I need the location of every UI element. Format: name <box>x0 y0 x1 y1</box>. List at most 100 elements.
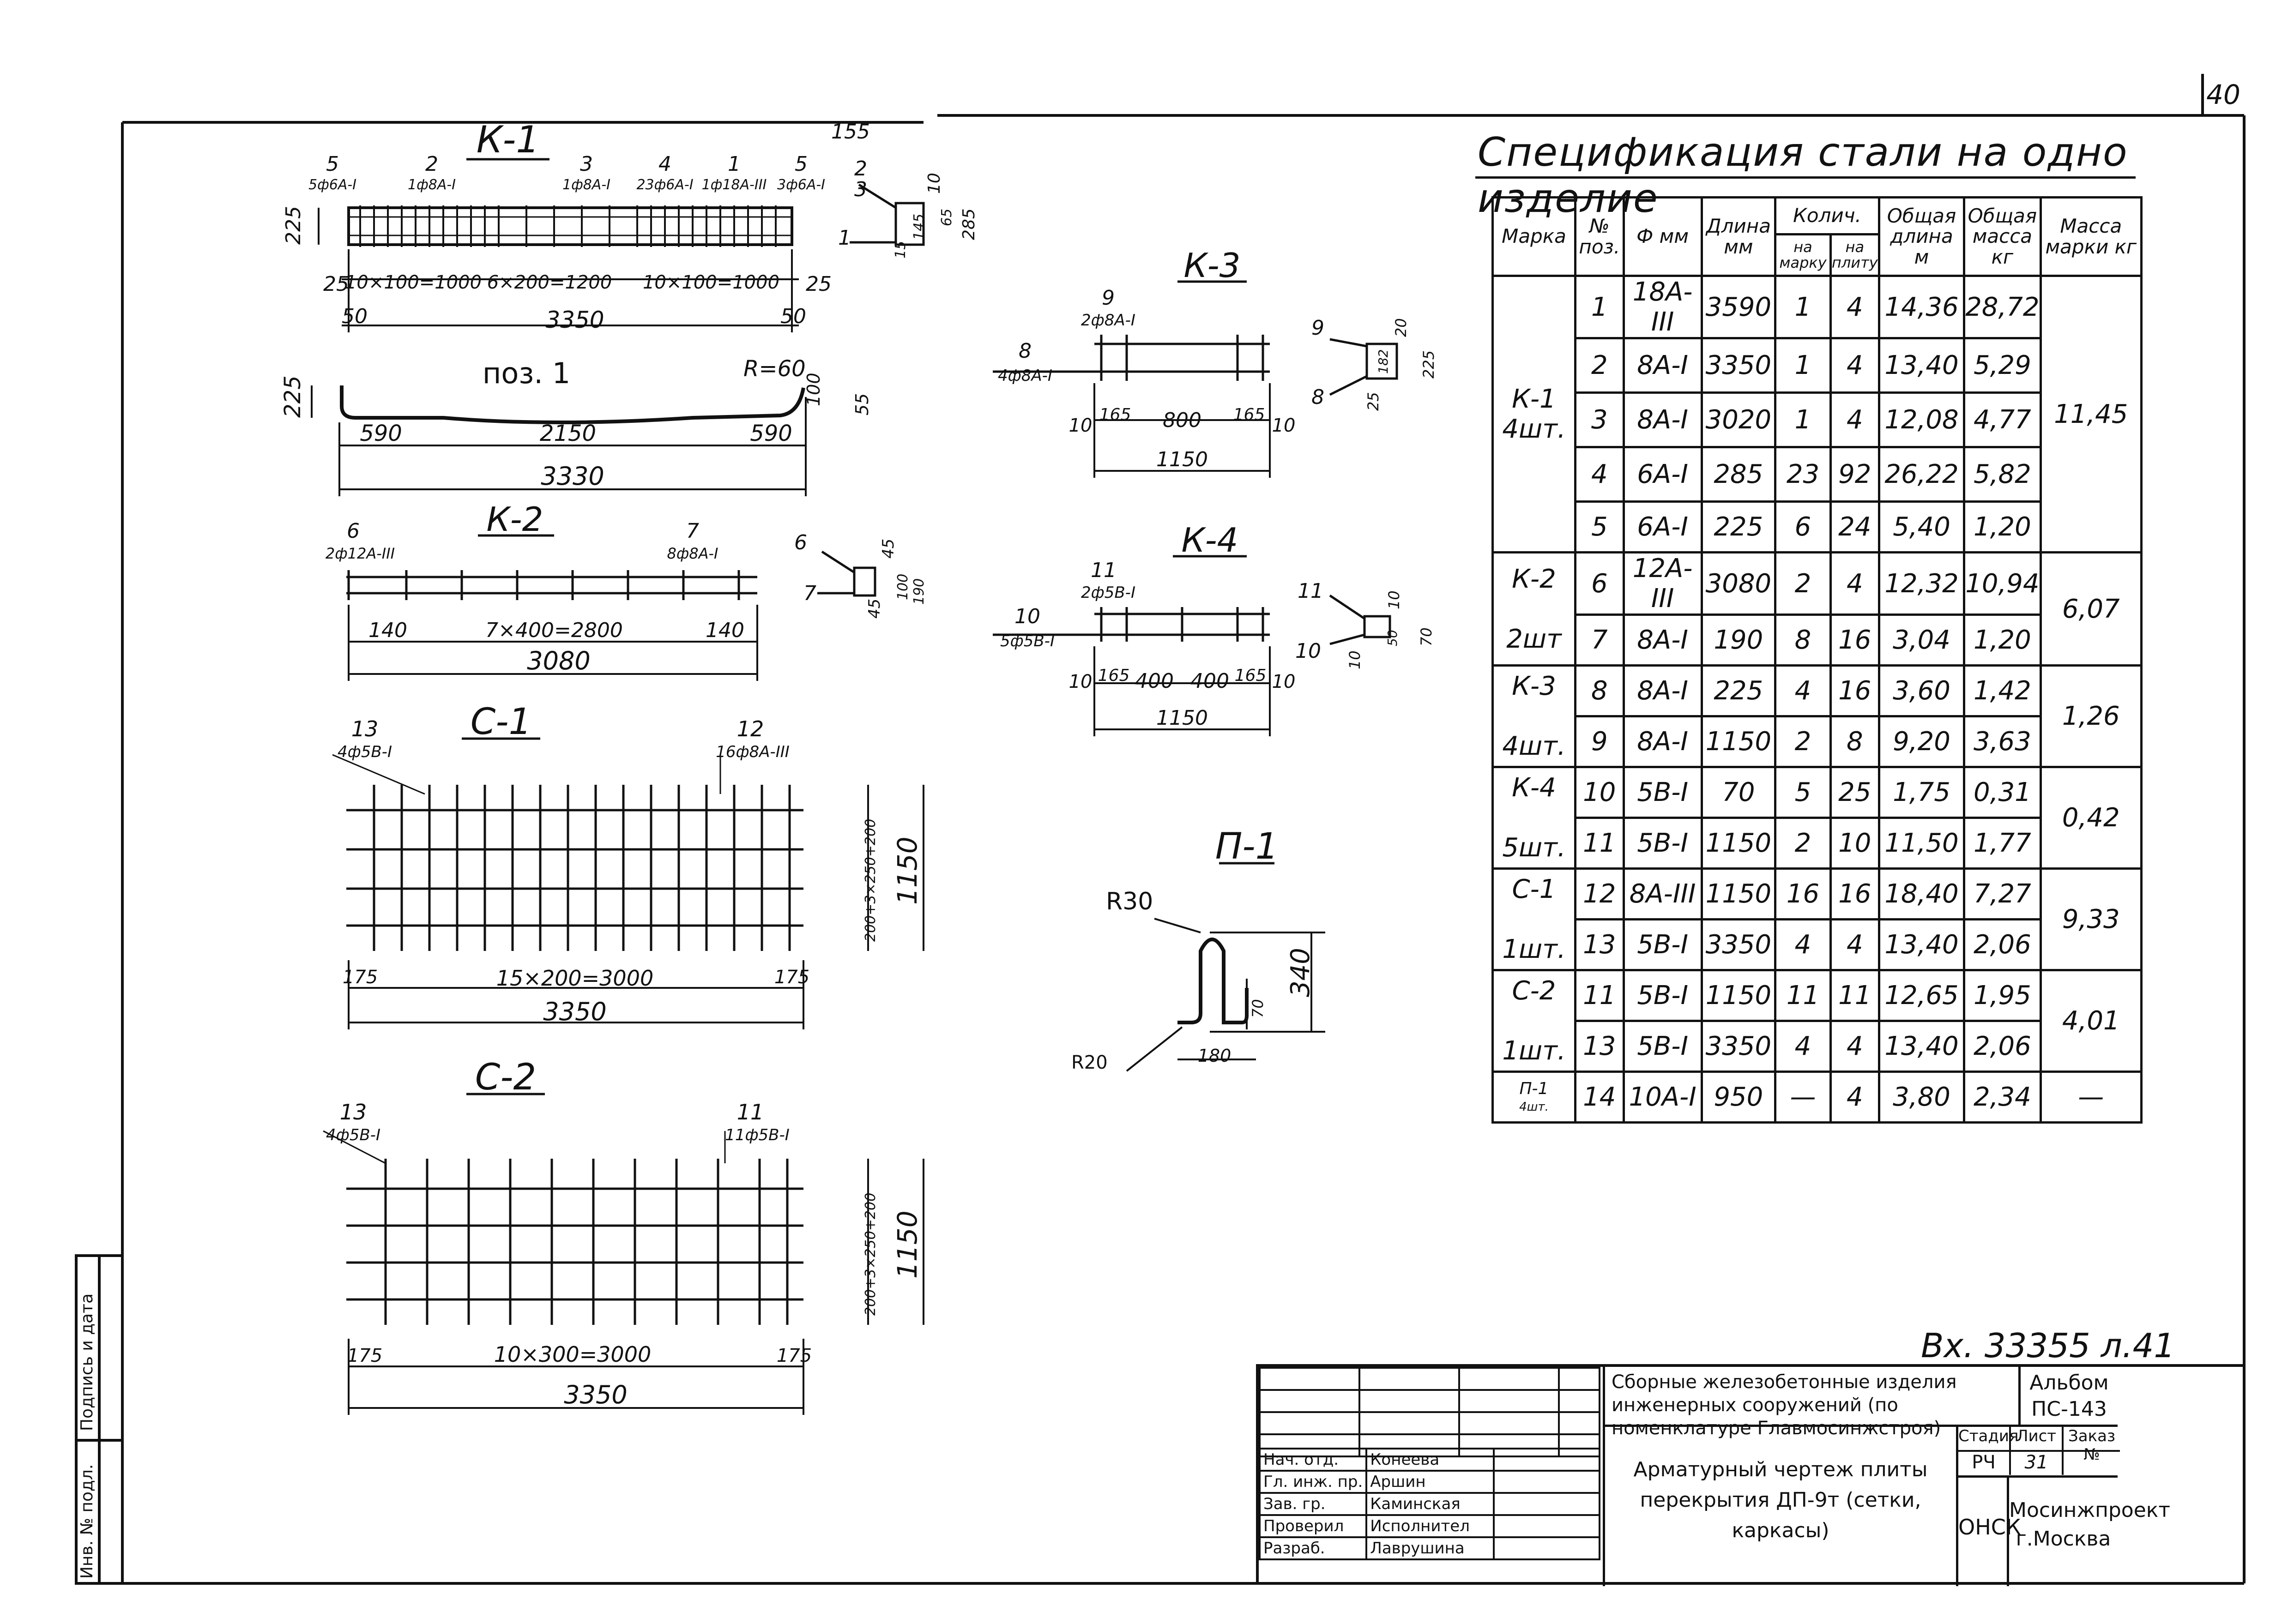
organization: Мосинжпроект г.Москва <box>2007 1478 2170 1586</box>
svg-text:6×200=1200: 6×200=1200 <box>487 272 612 293</box>
svg-text:70: 70 <box>1249 999 1267 1018</box>
svg-text:R30: R30 <box>1106 888 1153 915</box>
svg-text:К-3: К-3 <box>1184 246 1241 285</box>
svg-text:7×400=2800: 7×400=2800 <box>485 619 623 642</box>
svg-text:6: 6 <box>347 519 360 543</box>
svg-text:4ф8А-I: 4ф8А-I <box>998 367 1052 385</box>
svg-text:1ф8А-I: 1ф8А-I <box>562 177 610 193</box>
svg-text:2150: 2150 <box>540 421 596 446</box>
svg-text:11: 11 <box>1091 559 1117 582</box>
svg-text:4ф5В-I: 4ф5В-I <box>326 1126 380 1144</box>
svg-text:400: 400 <box>1135 669 1174 693</box>
svg-text:145: 145 <box>911 214 927 240</box>
col-qty: Колич. <box>1774 196 1880 235</box>
svg-text:С-1: С-1 <box>471 701 531 743</box>
side-label-signature: Подпись и дата <box>78 1293 97 1431</box>
svg-text:10: 10 <box>1069 415 1093 436</box>
sheet-value: 31 <box>2011 1452 2064 1475</box>
svg-text:45: 45 <box>879 539 898 559</box>
table-row: Зав. гр.Каминская <box>1258 1492 1600 1516</box>
svg-text:4ф5В-I: 4ф5В-I <box>338 743 392 761</box>
svg-text:182: 182 <box>1376 349 1391 374</box>
svg-text:15: 15 <box>893 241 909 259</box>
svg-text:2ф8А-I: 2ф8А-I <box>1081 311 1135 330</box>
svg-text:175: 175 <box>774 967 809 988</box>
album-cell: Альбом ПС-143 <box>2018 1367 2118 1427</box>
svg-text:1150: 1150 <box>892 1210 923 1279</box>
svg-text:9: 9 <box>1311 316 1324 340</box>
department: ОНСК <box>1956 1478 2021 1586</box>
svg-text:190: 190 <box>911 578 927 605</box>
svg-text:4: 4 <box>658 152 671 176</box>
spec-title-underline <box>1475 176 2136 179</box>
k1-title: К-1 <box>477 118 540 161</box>
album-number: ПС-143 <box>2031 1397 2107 1421</box>
svg-text:590: 590 <box>750 421 792 446</box>
table-row: Нач. отд.Конеева <box>1258 1448 1600 1472</box>
roles-table: Нач. отд.Конеева Гл. инж. пр.Аршин Зав. … <box>1258 1448 1600 1560</box>
svg-text:12: 12 <box>737 716 764 741</box>
svg-text:13: 13 <box>340 1100 367 1125</box>
svg-text:200+3×250+200: 200+3×250+200 <box>863 1193 879 1316</box>
svg-text:К-2: К-2 <box>487 500 543 539</box>
svg-text:1ф8А-I: 1ф8А-I <box>408 177 456 193</box>
svg-text:10: 10 <box>1272 671 1296 692</box>
svg-text:10×100=1000: 10×100=1000 <box>345 272 482 293</box>
svg-text:10: 10 <box>1272 415 1296 436</box>
svg-text:8: 8 <box>1311 385 1324 409</box>
svg-text:1150: 1150 <box>1156 706 1208 730</box>
svg-text:140: 140 <box>368 619 407 642</box>
svg-text:11: 11 <box>737 1100 764 1125</box>
col-qty-mark: на марку <box>1774 233 1832 277</box>
svg-text:13: 13 <box>351 716 379 741</box>
svg-text:3: 3 <box>854 178 867 201</box>
mark-mass-cell: 9,33 <box>2039 867 2143 971</box>
sheet-title: Арматурный чертеж плиты перекрытия ДП-9т… <box>1603 1427 1956 1586</box>
svg-text:175: 175 <box>347 1345 382 1366</box>
svg-text:R20: R20 <box>1071 1052 1108 1073</box>
revision-grid <box>1259 1367 1600 1457</box>
svg-text:225: 225 <box>282 206 305 245</box>
svg-text:165: 165 <box>1099 405 1131 424</box>
svg-text:20: 20 <box>1392 318 1410 337</box>
svg-text:175: 175 <box>777 1345 812 1366</box>
svg-text:2: 2 <box>854 157 867 180</box>
drawing-poz1: поз. 1 R=60 225 100 55 590 2150 590 3330 <box>280 356 872 496</box>
col-qty-plate: на плиту <box>1829 233 1880 277</box>
col-length: Длина мм <box>1700 196 1777 277</box>
sheet-label: Лист <box>2011 1427 2064 1452</box>
table-row: Гл. инж. пр.Аршин <box>1258 1470 1600 1494</box>
svg-text:55: 55 <box>852 393 872 415</box>
col-mark-mass: Масса марки кг <box>2039 196 2143 277</box>
svg-text:R=60: R=60 <box>743 356 806 382</box>
svg-text:5: 5 <box>795 152 808 176</box>
svg-text:165: 165 <box>1235 666 1267 685</box>
svg-text:9: 9 <box>1102 286 1115 310</box>
svg-text:С-2: С-2 <box>475 1057 536 1098</box>
svg-text:15×200=3000: 15×200=3000 <box>496 966 654 991</box>
svg-text:10: 10 <box>1385 590 1403 609</box>
svg-text:16ф8А-III: 16ф8А-III <box>716 743 790 761</box>
inventory-number: Вх. 33355 л.41 <box>1921 1326 2175 1365</box>
svg-text:50: 50 <box>342 305 368 328</box>
drawing-k1: К-1 5 5ф6А-I <box>282 118 978 333</box>
svg-text:10: 10 <box>1346 650 1364 669</box>
svg-text:25: 25 <box>323 272 349 296</box>
svg-text:2ф5В-I: 2ф5В-I <box>1081 583 1135 602</box>
svg-text:100: 100 <box>895 574 911 600</box>
order-label: Заказ № <box>2064 1427 2120 1464</box>
